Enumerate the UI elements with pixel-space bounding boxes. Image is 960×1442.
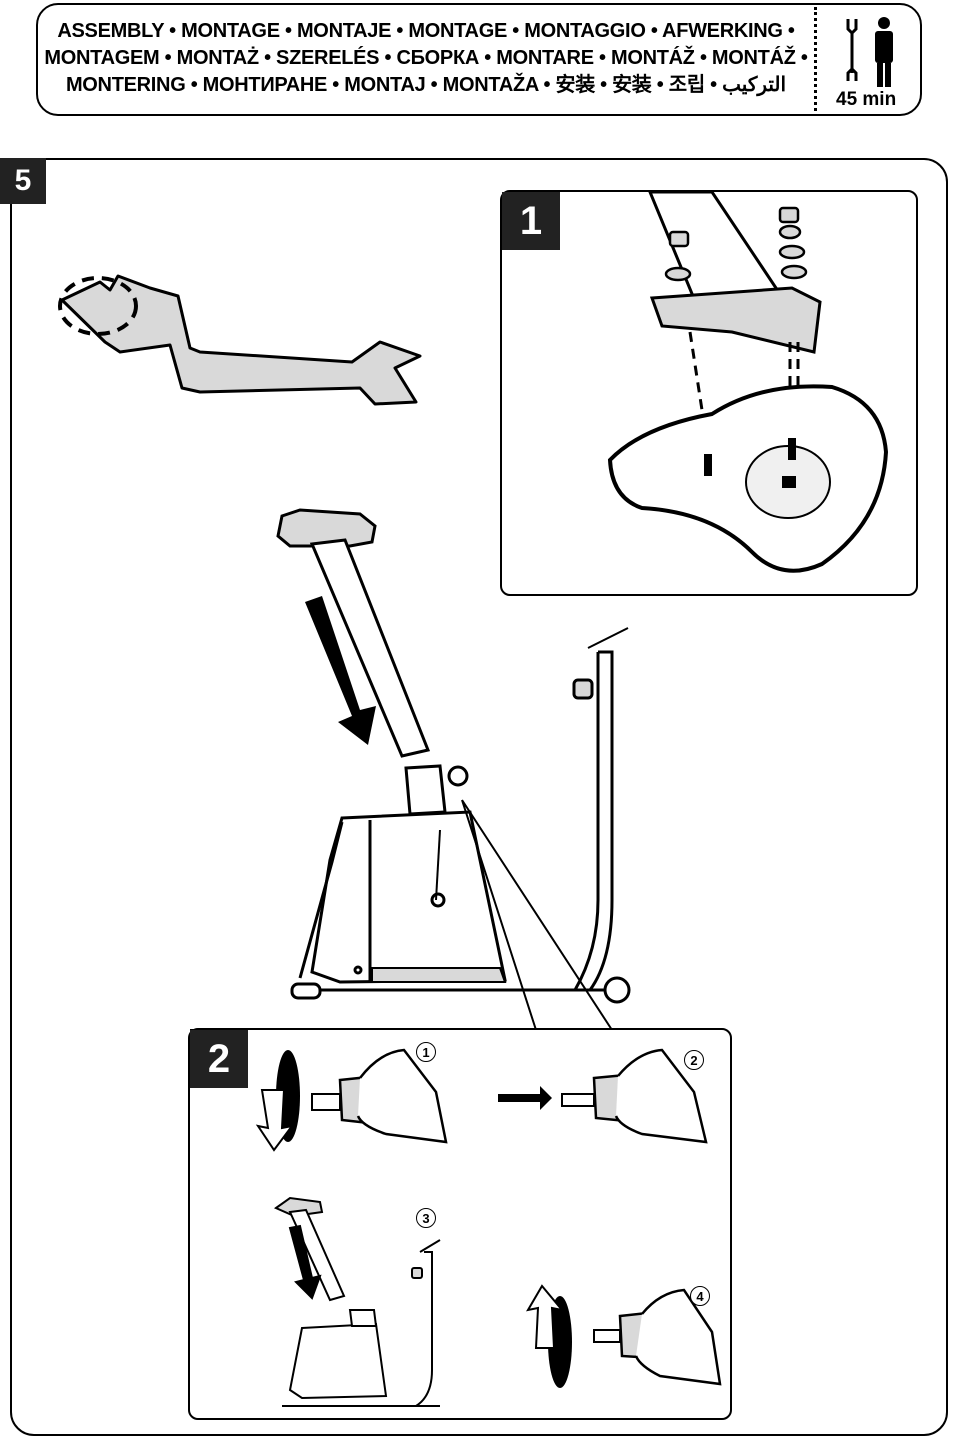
header-divider (814, 7, 817, 111)
bike-body-illustration (290, 764, 620, 1000)
detail-1-badge: 1 (502, 192, 560, 250)
wrench-person-icon (846, 17, 893, 87)
rotate-cw-icon (526, 1284, 572, 1388)
assembly-header: ASSEMBLY • MONTAGE • MONTAJE • MONTAGE •… (36, 3, 922, 116)
person-icon (875, 17, 893, 87)
seat-mount-illustration (607, 192, 889, 573)
hand-knob-4 (593, 1288, 722, 1386)
handlebar-post-illustration (572, 627, 631, 1004)
nut-icon (664, 206, 808, 282)
substep-3-label: 3 (416, 1208, 436, 1228)
detail-1-panel (500, 190, 918, 596)
title-line-1: ASSEMBLY • MONTAGE • MONTAJE • MONTAGE •… (57, 20, 795, 42)
substep-2-label: 2 (684, 1050, 704, 1070)
assembly-time: 45 min (836, 89, 897, 110)
detail-2-badge: 2 (190, 1030, 248, 1088)
step-number-badge: 5 (0, 158, 46, 204)
title-line-3: MONTERING • МОНТИРАНЕ • MONTAJ • MONTAŽA… (65, 74, 787, 96)
knob-adjust-illustration (255, 1048, 722, 1407)
seat-post-illustration (276, 508, 431, 758)
mini-bike-3 (273, 1196, 441, 1407)
hand-knob-1 (311, 1048, 448, 1144)
substep-4-label: 4 (690, 1286, 710, 1306)
detail-2-panel: 1 2 3 4 (188, 1028, 732, 1420)
rotate-ccw-icon (255, 1050, 300, 1152)
wrench-illustration (58, 274, 422, 406)
step-frame (10, 158, 948, 1436)
substep-1-label: 1 (416, 1042, 436, 1062)
hand-knob-2 (561, 1048, 708, 1144)
wrench-icon (846, 19, 858, 81)
title-line-2: MONTAGEM • MONTAŻ • SZERELÉS • СБОРКА • … (44, 47, 808, 69)
